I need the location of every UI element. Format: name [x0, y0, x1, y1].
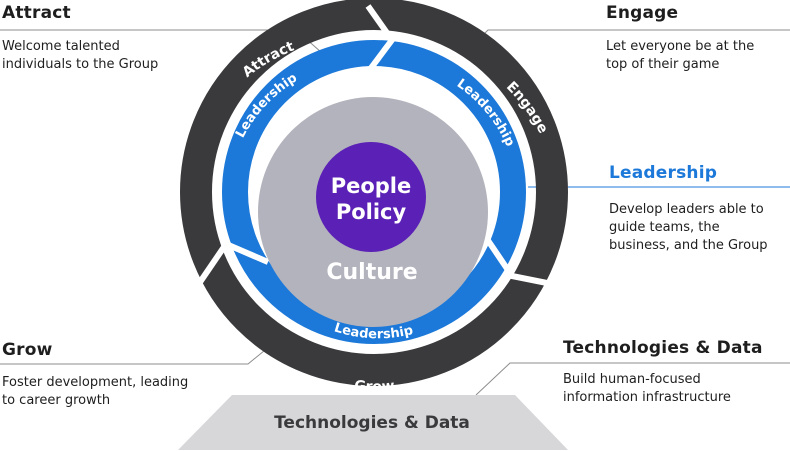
ring-chevrons — [193, 4, 553, 290]
tech-desc-line-1: Build human-focused — [563, 372, 701, 387]
leadership-desc-line-1: Develop leaders able to — [609, 202, 764, 217]
leadership-desc-line-3: business, and the Group — [609, 238, 768, 253]
ring-grow-label: Grow — [354, 378, 396, 395]
leadership-title: Leadership — [609, 163, 718, 183]
attract-desc-line-2: individuals to the Group — [2, 57, 159, 72]
policy-label: Policy — [336, 200, 407, 224]
attract-title: Attract — [2, 3, 71, 23]
grow-desc-line-2: to career growth — [2, 393, 111, 408]
connector-tech — [475, 362, 790, 396]
grow-title: Grow — [2, 340, 53, 360]
leadership-ring — [222, 40, 526, 344]
chevron-top — [365, 4, 396, 74]
tech-title: Technologies & Data — [563, 338, 763, 358]
attract-desc-line-1: Welcome talented — [2, 39, 120, 54]
technologies-base — [178, 395, 568, 450]
grow-desc-line-1: Foster development, leading — [2, 375, 189, 390]
chevron-right — [482, 234, 553, 287]
engage-desc-line-2: top of their game — [606, 57, 720, 72]
engage-desc-line-1: Let everyone be at the — [606, 39, 755, 54]
culture-label: Culture — [326, 260, 417, 285]
leadership-desc-line-2: guide teams, the — [609, 220, 720, 235]
people-policy-circle — [316, 142, 426, 252]
chevron-left — [193, 240, 270, 290]
connector-grow — [0, 345, 271, 365]
tech-desc-line-2: information infrastructure — [563, 390, 731, 405]
people-label: People — [331, 174, 412, 198]
base-label: Technologies & Data — [274, 413, 470, 433]
engage-title: Engage — [606, 3, 679, 23]
